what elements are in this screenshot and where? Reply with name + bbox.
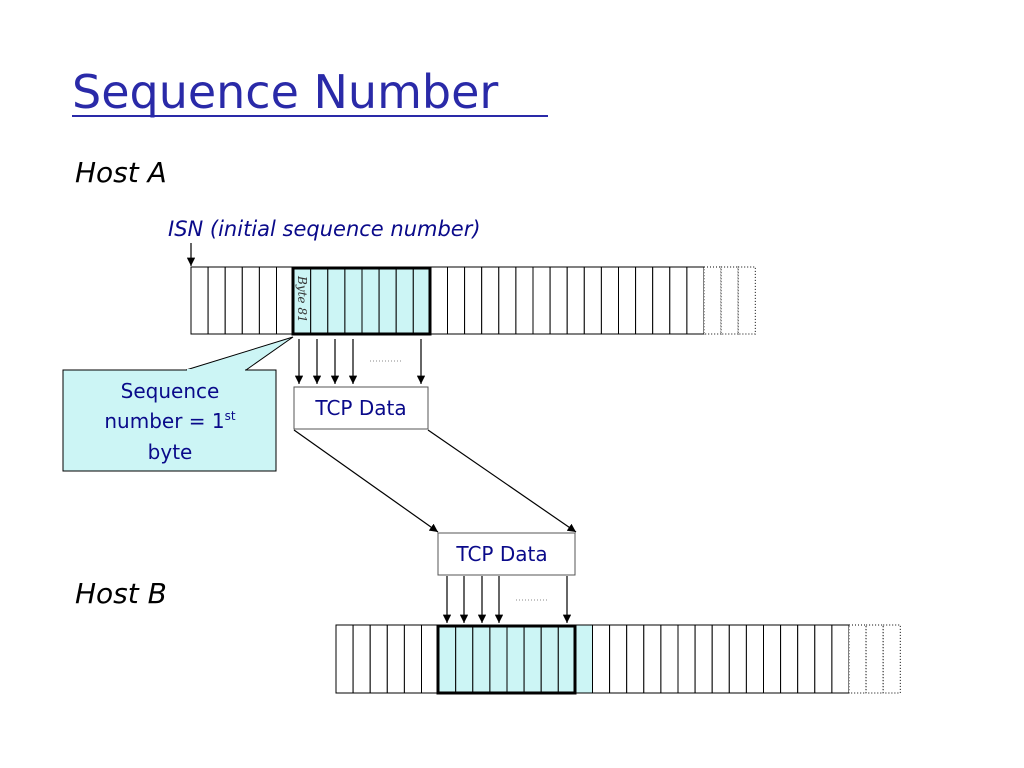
host-a-byte-cell [378, 266, 397, 335]
host-b-byte-cell [335, 624, 354, 694]
host-a-byte-cell [498, 266, 517, 335]
host-a-byte-cell [327, 266, 346, 335]
callout-line-2: number = 1st [104, 409, 236, 433]
host-a-byte-cell [600, 266, 620, 335]
host-a-byte-cell [652, 266, 671, 335]
host-b-byte-cell [592, 624, 611, 694]
host-a-segment-outline [291, 266, 432, 336]
host-b-byte-cell [728, 624, 747, 694]
host-a-byte-stream [190, 266, 756, 335]
host-b-byte-cell [403, 624, 422, 694]
host-a-byte-cell [720, 266, 739, 335]
host-b-byte-cell [865, 624, 884, 694]
host-b-byte-cell [643, 624, 662, 694]
host-b-byte-cell [557, 624, 576, 694]
callout-line-1: Sequence [121, 379, 220, 403]
host-b-byte-cell [831, 624, 850, 694]
host-a-byte-cell [412, 266, 431, 335]
host-a-byte-cell [703, 266, 722, 335]
host-b-byte-cell [814, 624, 833, 694]
host-a-byte-cell [190, 266, 209, 335]
host-a-byte-cell [635, 266, 654, 335]
host-b-byte-cell [523, 624, 542, 694]
transit-arrow-left [293, 429, 439, 533]
host-b-byte-cell [694, 624, 713, 694]
host-b-byte-cell [677, 624, 696, 694]
host-a-byte-cell [207, 266, 226, 335]
host-b-byte-cell [763, 624, 782, 694]
slide-title: Sequence Number [72, 65, 498, 119]
host-b-byte-cell [711, 624, 730, 694]
host-b-byte-cell [438, 624, 457, 694]
host-b-byte-cell [472, 624, 491, 694]
host-a-byte-cell [481, 266, 500, 335]
host-a-byte-cell [583, 266, 602, 335]
host-a-byte-cell [241, 266, 260, 335]
callout-line-2-main: number = 1 [104, 409, 224, 433]
tcp-data-box-sender [293, 386, 429, 430]
host-a-byte-cell [395, 266, 414, 335]
tcp-data-label-receiver: TCP Data [455, 542, 547, 566]
host-a-byte-cell [686, 266, 705, 335]
callout-line-3: byte [148, 440, 193, 464]
host-a-byte-cell [447, 266, 466, 335]
host-a-byte-cell [515, 266, 534, 335]
tcp-data-box-receiver [437, 532, 576, 576]
host-b-byte-cell [455, 624, 474, 694]
host-b-byte-cell [745, 624, 765, 694]
host-a-byte-cell [429, 266, 448, 335]
host-b-byte-cell [506, 624, 525, 694]
host-a-byte-cell [532, 266, 551, 335]
host-b-byte-cell [780, 624, 799, 694]
host-a-byte-cell [344, 266, 363, 335]
host-a-byte-cell [258, 266, 277, 335]
host-b-byte-cell [540, 624, 559, 694]
callout-line-2-superscript: st [225, 409, 236, 423]
host-b-byte-cell [848, 624, 867, 694]
host-b-byte-cell [626, 624, 645, 694]
host-b-byte-cell [882, 624, 901, 694]
host-a-byte-cell [618, 266, 637, 335]
host-b-byte-stream [335, 624, 901, 694]
host-b-byte-cell [369, 624, 388, 694]
host-a-byte-cell [669, 266, 688, 335]
host-b-byte-cell [421, 624, 440, 694]
host-b-byte-cell [609, 624, 628, 694]
host-b-byte-cell [489, 624, 508, 694]
host-a-byte-cell [361, 266, 380, 335]
host-b-byte-cell [386, 624, 405, 694]
host-b-byte-cell [660, 624, 679, 694]
host-a-byte-cell [464, 266, 483, 335]
callout-box [62, 369, 277, 472]
host-a-label: Host A [75, 156, 167, 189]
transit-arrow-right [427, 429, 577, 533]
tcp-data-label-sender: TCP Data [314, 396, 406, 420]
host-b-label: Host B [75, 577, 167, 610]
host-a-byte-cell [549, 266, 568, 335]
host-b-byte-cell [352, 624, 371, 694]
host-b-byte-cell [574, 624, 594, 694]
host-a-byte-cell [566, 266, 585, 335]
host-a-byte-cell [737, 266, 756, 335]
host-a-byte-cell [310, 266, 329, 335]
host-a-byte-cell [276, 266, 295, 335]
host-b-byte-cell [797, 624, 816, 694]
callout-pointer [185, 336, 294, 371]
host-b-segment-outline [436, 624, 577, 695]
isn-label: ISN (initial sequence number) [168, 217, 481, 241]
host-a-byte-cell [224, 266, 243, 335]
byte-81-label: Byte 81 [295, 275, 309, 323]
